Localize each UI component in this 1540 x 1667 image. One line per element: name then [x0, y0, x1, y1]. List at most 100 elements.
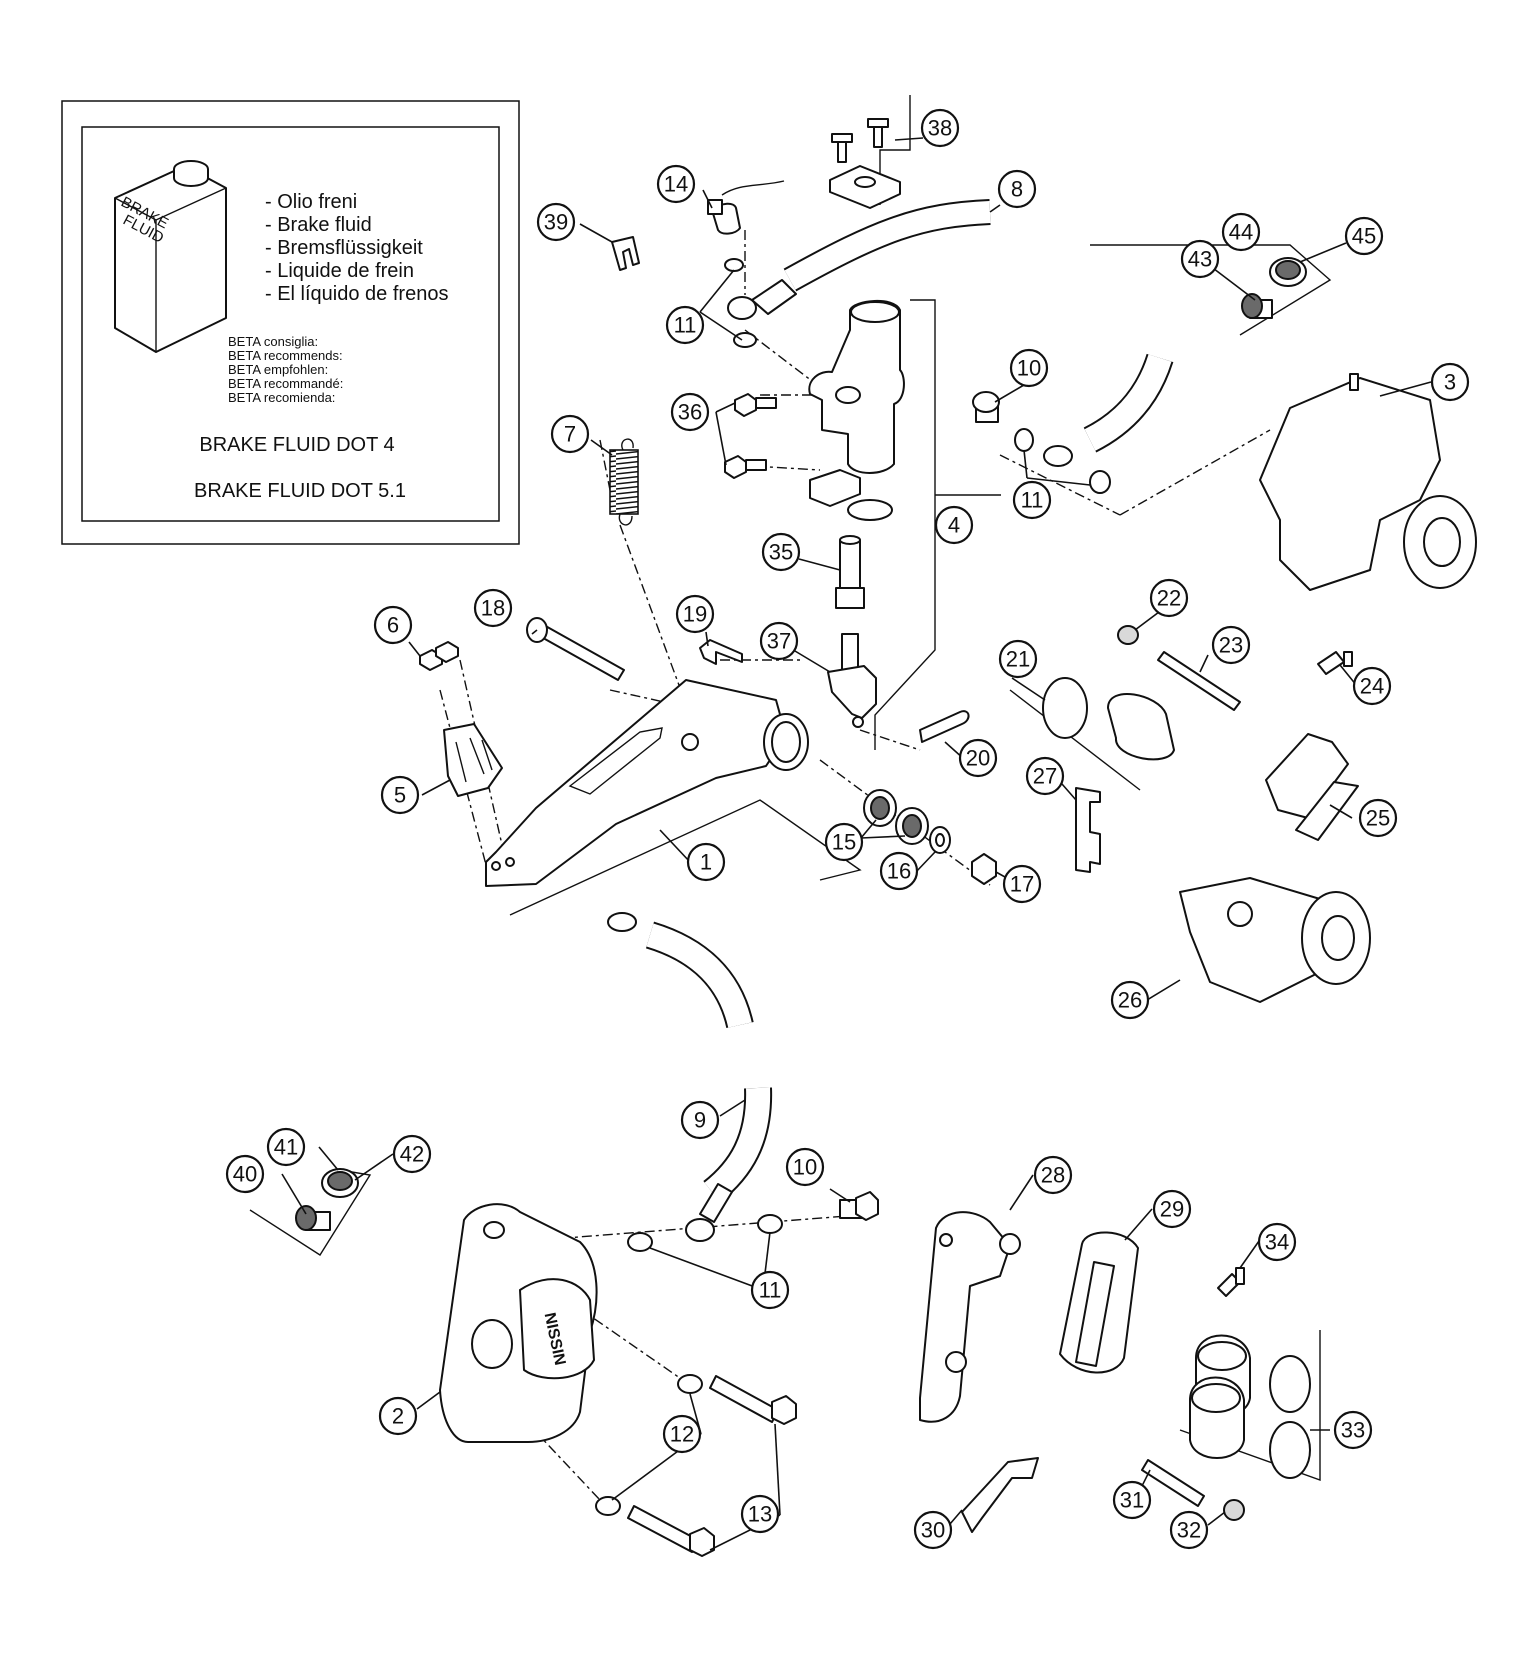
plug-22: [1117, 625, 1139, 645]
cap-bolts-43-45: [1241, 257, 1307, 319]
callout-44: 44: [1221, 212, 1261, 252]
bolts-13: [627, 1375, 797, 1557]
callout-11-right: 11: [1012, 480, 1052, 520]
callout-42: 42: [392, 1134, 432, 1174]
svg-text:22: 22: [1157, 586, 1181, 611]
callout-37: 37: [759, 621, 799, 661]
bearings-15: [863, 789, 929, 845]
callout-40: 40: [225, 1154, 265, 1194]
pistons-33: [1189, 1334, 1311, 1479]
callout-22: 22: [1149, 578, 1189, 618]
svg-text:4: 4: [948, 513, 960, 538]
callout-6: 6: [373, 605, 413, 645]
svg-text:6: 6: [387, 613, 399, 638]
callout-4: 4: [934, 505, 974, 545]
callout-13: 13: [740, 1494, 780, 1534]
svg-text:27: 27: [1033, 764, 1057, 789]
svg-text:31: 31: [1120, 1488, 1144, 1513]
svg-text:11: 11: [1021, 488, 1044, 513]
callout-28: 28: [1033, 1155, 1073, 1195]
callout-36: 36: [670, 392, 710, 432]
svg-text:37: 37: [767, 629, 791, 654]
svg-text:42: 42: [400, 1142, 424, 1167]
recommends-it: BETA consiglia:: [228, 334, 318, 349]
callout-26: 26: [1110, 980, 1150, 1020]
callout-38: 38: [920, 108, 960, 148]
callout-2: 2: [378, 1396, 418, 1436]
svg-text:1: 1: [700, 850, 712, 875]
bleeder-34: [1217, 1267, 1245, 1297]
fluid-dot4: BRAKE FLUID DOT 4: [199, 434, 394, 456]
callout-3: 3: [1430, 362, 1470, 402]
svg-text:12: 12: [670, 1422, 694, 1447]
callout-21: 21: [998, 639, 1038, 679]
svg-text:19: 19: [683, 602, 707, 627]
callout-20: 20: [958, 738, 998, 778]
callout-10-bottom: 10: [785, 1147, 825, 1187]
svg-text:43: 43: [1188, 247, 1212, 272]
svg-text:13: 13: [748, 1502, 772, 1527]
svg-text:9: 9: [694, 1108, 706, 1133]
svg-text:23: 23: [1219, 633, 1243, 658]
clip-39: [611, 236, 640, 271]
callout-35: 35: [761, 532, 801, 572]
callout-8: 8: [997, 169, 1037, 209]
callout-10-top: 10: [1009, 348, 1049, 388]
svg-text:33: 33: [1341, 1418, 1365, 1443]
callout-24: 24: [1352, 666, 1392, 706]
bolt-36: [724, 393, 777, 479]
callout-16: 16: [879, 851, 919, 891]
svg-text:39: 39: [544, 210, 568, 235]
callout-41: 41: [266, 1127, 306, 1167]
brake-pads-29: [1059, 1231, 1139, 1374]
callout-31: 31: [1112, 1480, 1152, 1520]
svg-text:29: 29: [1160, 1197, 1184, 1222]
callout-32: 32: [1169, 1510, 1209, 1550]
bleeder-24: [1317, 651, 1353, 675]
callout-14: 14: [656, 164, 696, 204]
washer-11-d: [1089, 470, 1111, 494]
pad-spring-27: [1075, 787, 1101, 873]
pivot-pin-18: [526, 617, 625, 681]
washer-12-b: [595, 1496, 621, 1516]
svg-text:30: 30: [921, 1518, 945, 1543]
brake-hose-rear: [1043, 353, 1174, 467]
svg-text:2: 2: [392, 1404, 404, 1429]
callout-1: 1: [686, 842, 726, 882]
brake-pedal-1: [485, 679, 809, 887]
lang-fr: - Liquide de frein: [265, 260, 414, 282]
callout-30: 30: [913, 1510, 953, 1550]
push-rod-35: [835, 535, 865, 609]
brake-pads-25: [1265, 733, 1359, 841]
callout-29: 29: [1152, 1189, 1192, 1229]
cotter-pin-20: [919, 710, 970, 743]
svg-text:14: 14: [664, 172, 688, 197]
piston-21: [1042, 677, 1175, 761]
brake-hose-8: [727, 199, 991, 320]
rear-caliper-3: [1259, 373, 1477, 591]
front-caliper-2: NISSIN: [439, 1203, 598, 1443]
reservoir-cap-38: [829, 118, 901, 209]
spring-7: [609, 438, 639, 526]
screws-6: [419, 641, 459, 671]
callout-12: 12: [662, 1414, 702, 1454]
svg-text:7: 7: [564, 422, 576, 447]
svg-text:35: 35: [769, 540, 793, 565]
svg-text:32: 32: [1177, 1518, 1201, 1543]
callout-19: 19: [675, 594, 715, 634]
callout-17: 17: [1002, 864, 1042, 904]
caliper-carrier-26: [1179, 877, 1371, 1003]
svg-text:10: 10: [1017, 356, 1041, 381]
svg-text:5: 5: [394, 783, 406, 808]
recommends-de: BETA empfohlen:: [228, 362, 328, 377]
svg-text:8: 8: [1011, 177, 1023, 202]
callout-7: 7: [550, 414, 590, 454]
callout-34: 34: [1257, 1222, 1297, 1262]
caliper-half-28: [919, 1211, 1021, 1423]
svg-text:34: 34: [1265, 1230, 1289, 1255]
pad-spring-30: [961, 1457, 1039, 1533]
svg-text:18: 18: [481, 596, 505, 621]
svg-text:16: 16: [887, 859, 911, 884]
svg-text:10: 10: [793, 1155, 817, 1180]
